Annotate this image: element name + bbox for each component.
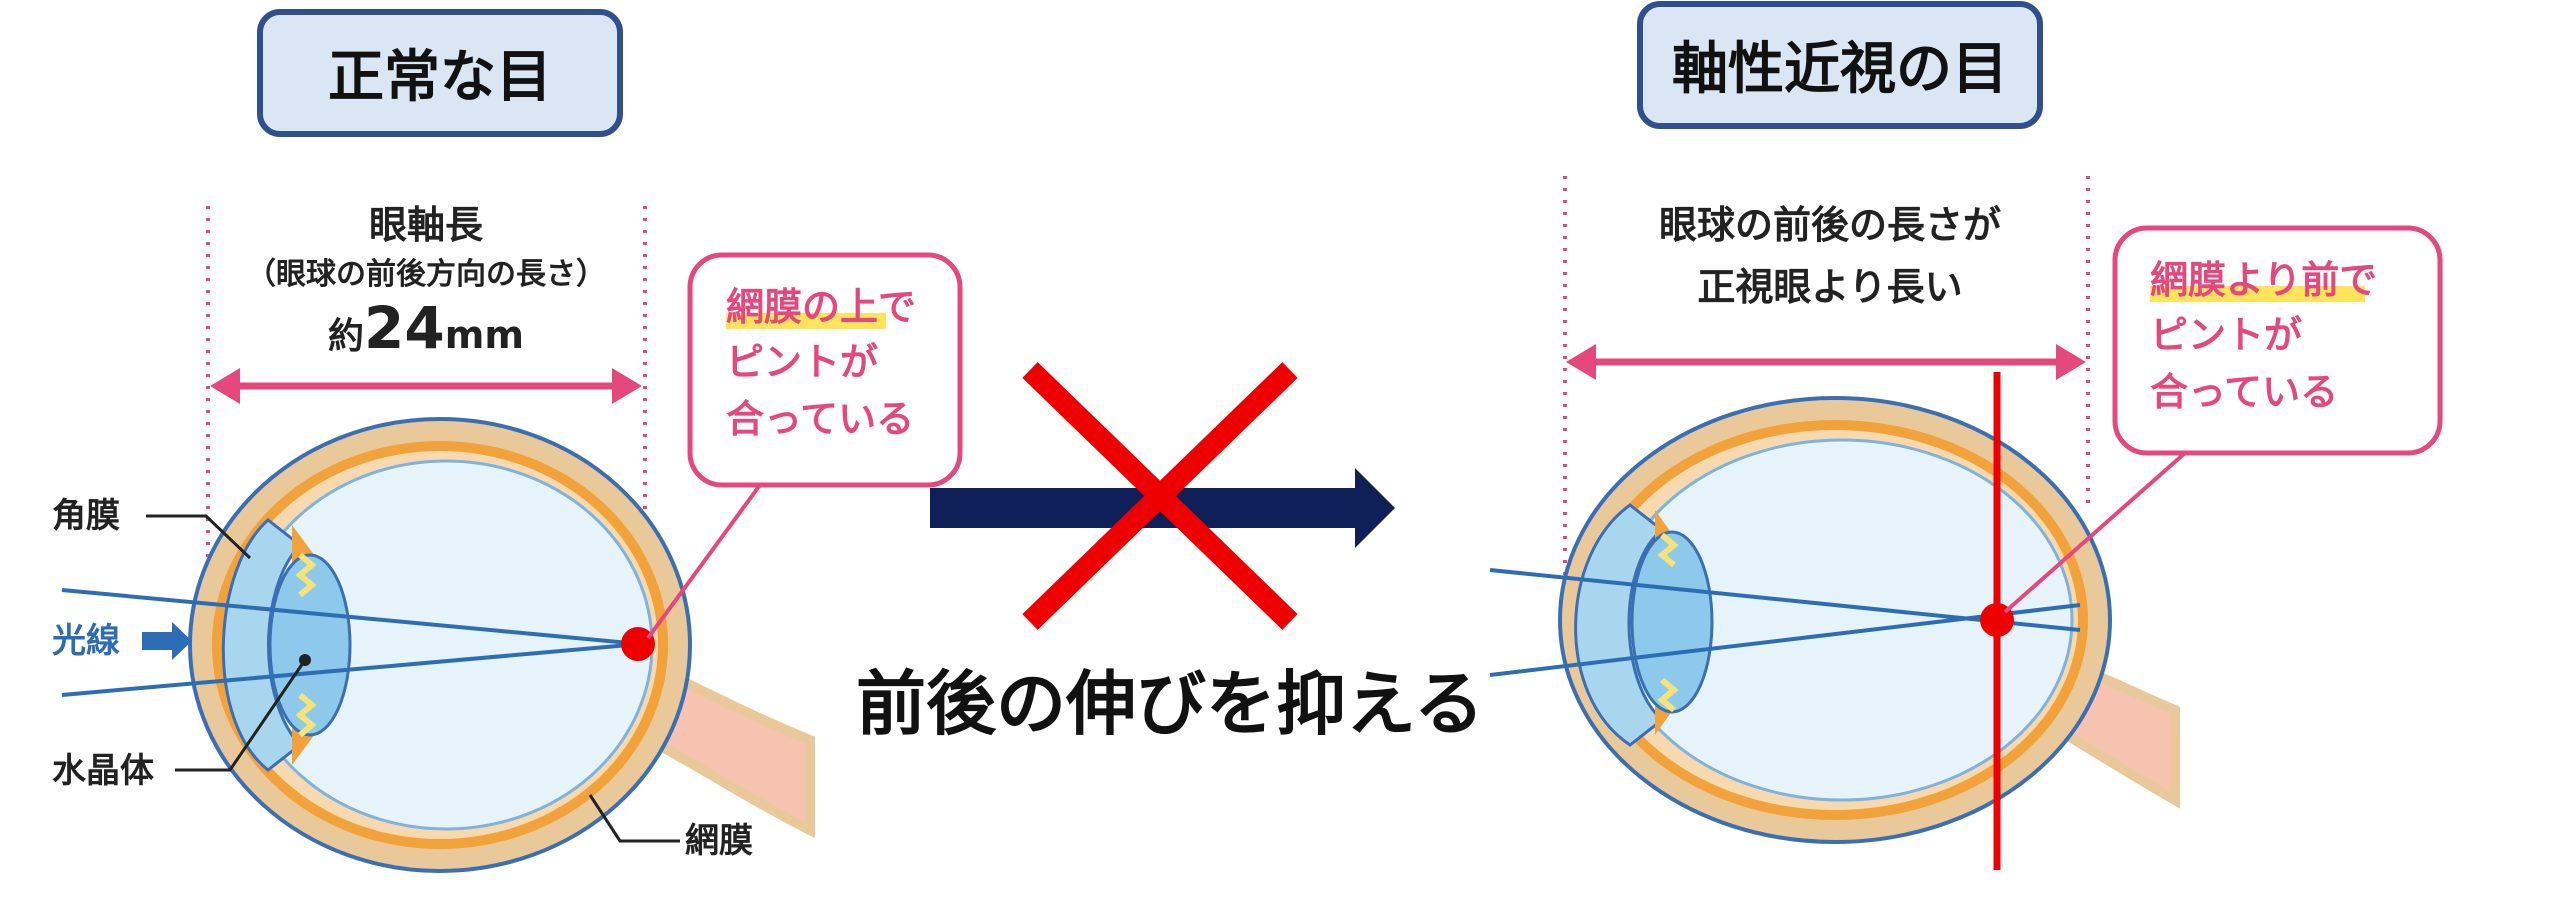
left-callout-line3: 合っている xyxy=(726,397,914,441)
left-callout-rest1: で xyxy=(878,285,916,329)
right-callout-line2: ピントが xyxy=(2150,313,2302,357)
center-panel: 前後の伸びを抑える xyxy=(856,362,1484,745)
center-caption: 前後の伸びを抑える xyxy=(856,663,1484,745)
right-callout-rest1: で xyxy=(2339,258,2377,302)
left-callout-line2: ピントが xyxy=(726,340,878,384)
right-callout: 網膜より前で ピントが 合っている xyxy=(2003,225,2443,614)
left-panel: 正常な目 眼軸長 （眼球の前後方向の長さ） 約24mm xyxy=(52,9,963,873)
retina-leader xyxy=(588,794,680,843)
right-callout-highlight: 網膜より前 xyxy=(2150,258,2339,302)
svg-text:網膜の上で: 網膜の上で xyxy=(726,285,916,329)
red-cross-icon xyxy=(1022,362,1298,630)
lens-leader xyxy=(175,659,307,772)
right-callout-line3: 合っている xyxy=(2150,370,2338,414)
right-measure-line1: 眼球の前後の長さが xyxy=(1659,203,2001,247)
myopic-eye-icon xyxy=(1558,396,2180,844)
left-light-rays xyxy=(61,588,641,697)
cornea-leader xyxy=(146,514,252,560)
left-callout-highlight: 網膜の上 xyxy=(726,285,878,329)
left-length-arrow xyxy=(210,368,642,404)
right-title-box xyxy=(1637,1,2043,129)
left-callout: 網膜の上で ピントが 合っている xyxy=(646,252,963,640)
right-length-arrow xyxy=(1566,344,2086,380)
label-cornea: 角膜 xyxy=(52,496,120,536)
right-title: 軸性近視の目 xyxy=(1672,37,2008,102)
label-lens: 水晶体 xyxy=(52,751,154,791)
left-measure-line1: 眼軸長 xyxy=(369,203,484,247)
right-panel: 軸性近視の目 眼球の前後の長さが 正視眼より長い xyxy=(1489,1,2443,870)
svg-text:網膜より前で: 網膜より前で xyxy=(2150,258,2377,302)
left-measure-line2: （眼球の前後方向の長さ） xyxy=(246,257,606,292)
left-title: 正常な目 xyxy=(328,45,552,110)
left-title-box xyxy=(257,9,623,137)
lens-leader-dot xyxy=(299,654,311,666)
left-measure-prefix: 約 xyxy=(328,316,364,357)
left-measure-number: 24 xyxy=(364,294,445,362)
left-focus-point xyxy=(621,627,655,661)
right-measure-line2: 正視眼より長い xyxy=(1697,265,1962,309)
left-measure-unit: mm xyxy=(445,313,524,357)
normal-eye-icon xyxy=(188,417,815,873)
label-retina: 網膜 xyxy=(685,821,753,861)
light-arrow-icon xyxy=(142,622,192,660)
label-light: 光線 xyxy=(52,621,120,661)
left-measure-line3: 約24mm xyxy=(328,294,524,362)
